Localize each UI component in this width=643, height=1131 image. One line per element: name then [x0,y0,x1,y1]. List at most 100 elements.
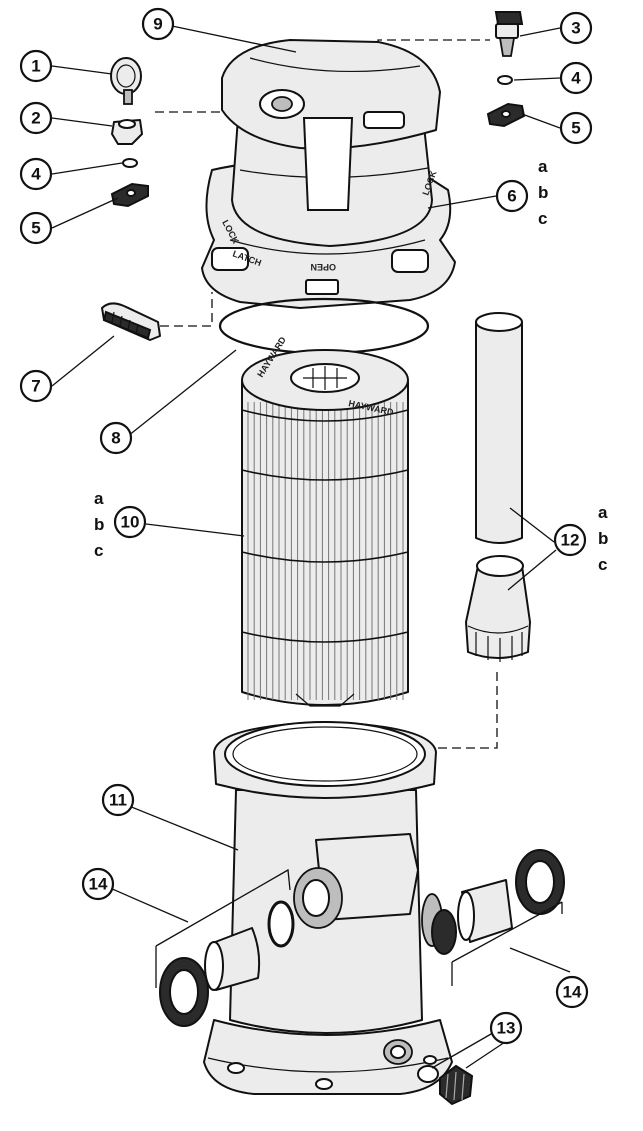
leader-lines [51,25,571,1069]
leader-6 [427,195,497,209]
drain-plug [417,1064,474,1106]
tank-opening-lip [232,726,418,782]
lock-nut-right-hole [501,110,511,118]
leader-1 [51,65,113,75]
leader-14a [109,868,291,988]
variant-6-a: a [538,157,548,176]
callout-9: 9 [141,7,175,41]
callout-12-circle [553,523,587,557]
callout-8-circle [99,421,133,455]
drain-plug-knurl [445,1071,465,1101]
variant-6-b: b [538,183,548,202]
callout-5-left: 5 [19,211,53,245]
tank-opening [224,721,426,787]
lid-front-bump [302,117,354,211]
callout-10-label: 10 [121,513,140,532]
callout-5-right-label: 5 [571,119,580,138]
variant-12-b: b [598,529,608,548]
leader-4a [51,162,123,175]
tank-drain-port-bore [390,1045,406,1059]
variant-6-c: c [538,209,547,228]
callout-6-circle [495,179,529,213]
callout-14-left-circle [81,867,115,901]
callout-9-circle [141,7,175,41]
pressure-gauge [110,57,142,105]
leader-14b [451,901,571,986]
variants-part-6: a b c [538,157,548,228]
lid-ring-inner-edge [229,239,426,255]
variants-part-12: a b c [598,503,608,574]
variant-12-c: c [598,555,607,574]
variant-10-a: a [94,489,104,508]
callout-13-circle [489,1011,523,1045]
callout-14-left-label: 14 [89,875,108,894]
lid-grip-slot [363,111,405,129]
air-relief-valve-stem [498,37,516,57]
leader-5a [51,197,119,229]
lid-gauge-port-bore [271,96,293,112]
leader-11 [123,803,239,851]
cartridge-core-grid [303,366,347,390]
variant-10-c: c [94,541,103,560]
variants-part-10: a b c [94,489,104,560]
callout-10-circle [113,505,147,539]
callout-1: 1 [19,49,53,83]
o-ring-left [122,158,138,168]
callout-1-label: 1 [31,57,40,76]
callout-2-circle [19,101,53,135]
callout-14-right-label: 14 [563,983,582,1002]
leader-5b [521,113,561,129]
leader-8 [127,349,237,437]
callout-6: 6 [495,179,529,213]
union-right-nut-bore [525,860,555,904]
callout-11: 11 [101,783,135,817]
filter-tank [203,721,453,1095]
variant-10-b: b [94,515,104,534]
union-left-tailpiece-end [204,941,224,991]
union-right [431,849,565,955]
callout-3: 3 [559,11,593,45]
pressure-gauge-face [110,57,142,95]
lid-handle-right [391,249,429,273]
drain-plug-o-ring [417,1065,439,1083]
gauge-adapter [111,119,143,145]
leader-10 [145,523,245,537]
tank-base-foot-left [227,1062,245,1074]
lid-latch [101,302,161,341]
callout-14-right-circle [555,975,589,1009]
outlet-tube [475,321,523,544]
callout-6-label: 6 [507,187,516,206]
lid-latch-window [305,279,339,295]
leader-13-oring [431,1029,499,1069]
variant-12-a: a [598,503,608,522]
callout-5-left-circle [19,211,53,245]
union-left-nut-bore [169,969,199,1015]
cartridge-band-3 [241,631,409,643]
callout-3-label: 3 [571,19,580,38]
callout-4-right-circle [559,61,593,95]
callout-2: 2 [19,101,53,135]
tank-base-foot-right [423,1055,437,1065]
leader-7 [51,335,115,387]
callout-14-left: 14 [81,867,115,901]
cartridge-band-2 [241,551,409,563]
callout-5-right: 5 [559,111,593,145]
callout-7-circle [19,369,53,403]
union-left-o-ring [267,900,295,948]
callout-7-label: 7 [31,377,40,396]
callout-7: 7 [19,369,53,403]
callout-4-left: 4 [19,157,53,191]
cartridge-band-4 [241,409,409,422]
outlet-tube-top [475,312,523,332]
lid-stamp-open: OPEN [310,262,336,272]
cartridge-pleats [247,402,404,700]
outlet-tube-assembly [465,312,531,662]
o-ring-right [497,75,513,85]
outlet-adapter-ribs [475,632,523,662]
callout-12: 12 [553,523,587,557]
cartridge-body [241,381,409,706]
gauge-adapter-bore [118,119,136,129]
callout-1-circle [19,49,53,83]
union-right-o-ring [431,909,457,955]
